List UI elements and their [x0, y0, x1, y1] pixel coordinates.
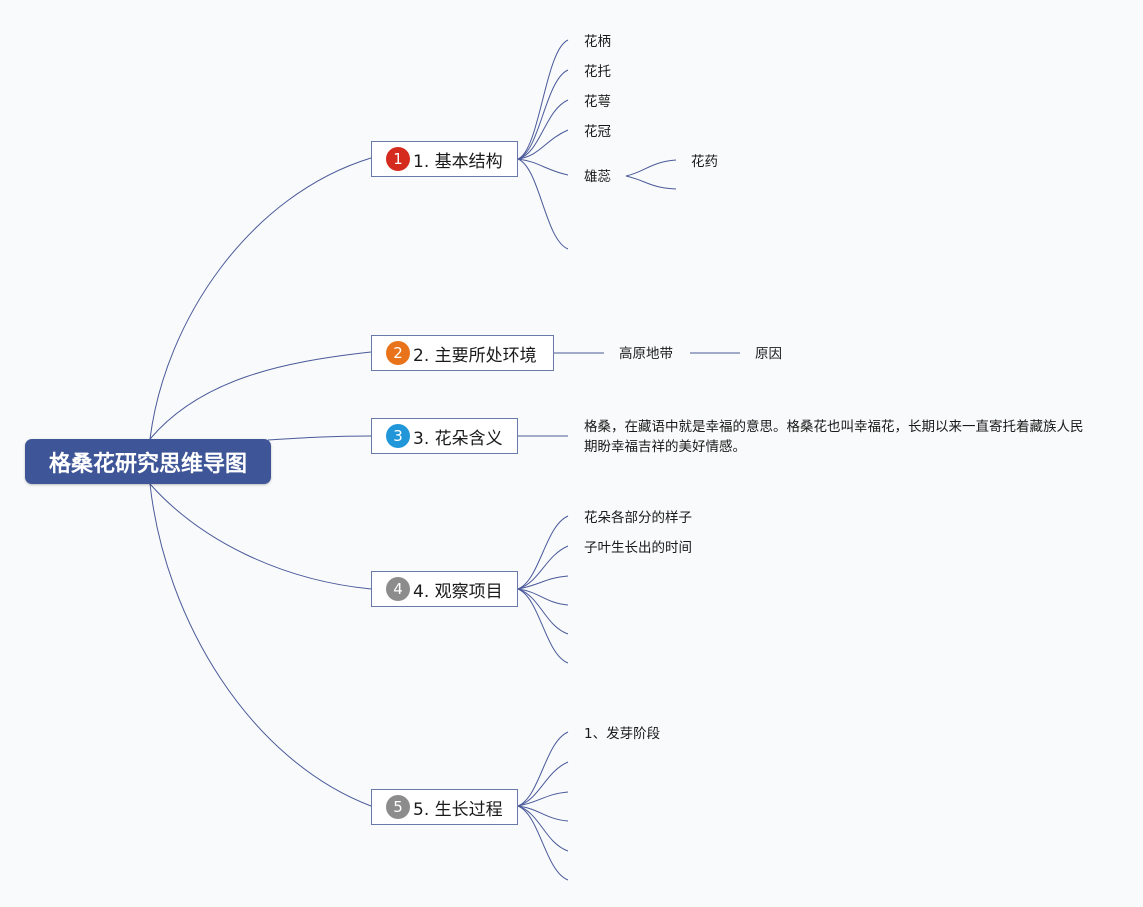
badge-2-icon: 2: [386, 341, 410, 365]
subtopic-label[interactable]: 花朵各部分的样子: [584, 510, 692, 526]
subtopic-label[interactable]: 子叶生长出的时间: [584, 540, 692, 556]
connector-root-topic2: [149, 351, 372, 440]
subtopic-label[interactable]: 花冠: [584, 124, 611, 140]
subtopic-label-anther[interactable]: 花药: [691, 154, 718, 170]
connector-t1-c2: [517, 69, 569, 160]
connector-t4-c4: [517, 588, 569, 606]
root-title: 格桑花研究思维导图: [48, 451, 247, 477]
connector-t4-c6: [517, 588, 569, 664]
connector-root-topic3: [267, 435, 372, 441]
connector-t5-c3: [517, 791, 569, 807]
connector-root-topic4: [149, 483, 372, 590]
subtopic-label-plateau[interactable]: 高原地带: [619, 346, 673, 362]
connector-t5-c4: [517, 805, 569, 822]
subtopic-label[interactable]: 1、发芽阶段: [584, 726, 661, 742]
topic-title: 1. 基本结构: [413, 151, 503, 172]
connector-stamen-c1: [625, 159, 677, 177]
subtopic-label[interactable]: 花柄: [584, 34, 611, 50]
connector-t4-c2: [517, 545, 569, 590]
subtopic-label[interactable]: 花萼: [584, 94, 611, 110]
connector-stamen-c2: [625, 175, 677, 190]
connector-t1-c6: [517, 158, 569, 250]
topic-title: 3. 花朵含义: [413, 428, 503, 449]
badge-3-icon: 3: [386, 424, 410, 448]
connector-t5-c1: [517, 731, 569, 807]
connector-t4-c1: [517, 515, 569, 590]
connector-t1-c3: [517, 99, 569, 160]
subtopic-label-reason[interactable]: 原因: [755, 346, 782, 362]
topic-basic-structure[interactable]: 1 1. 基本结构: [371, 141, 518, 177]
connector-t4-c5: [517, 588, 569, 635]
root-node[interactable]: 格桑花研究思维导图: [25, 439, 271, 484]
connector-t5-c6: [517, 805, 569, 881]
topic-growth-process[interactable]: 5 5. 生长过程: [371, 789, 518, 825]
topic-environment[interactable]: 2 2. 主要所处环境: [371, 335, 554, 371]
topic-title: 5. 生长过程: [413, 799, 503, 820]
badge-1-icon: 1: [386, 147, 410, 171]
badge-5-icon: 5: [386, 795, 410, 819]
subtopic-label-stamen[interactable]: 雄蕊: [584, 169, 611, 185]
subtopic-label[interactable]: 花托: [584, 64, 611, 80]
connector-root-topic1: [149, 157, 372, 440]
topic-title: 2. 主要所处环境: [413, 345, 537, 366]
connector-t1-c5: [517, 158, 569, 176]
connector-t1-c1: [517, 39, 569, 160]
meaning-note[interactable]: 格桑，在藏语中就是幸福的意思。格桑花也叫幸福花，长期以来一直寄托着藏族人民期盼幸…: [584, 419, 1084, 455]
topic-observation[interactable]: 4 4. 观察项目: [371, 571, 518, 607]
badge-4-icon: 4: [386, 577, 410, 601]
topic-title: 4. 观察项目: [413, 581, 503, 602]
connector-t4-c3: [517, 575, 569, 590]
connector-root-topic5: [149, 483, 372, 807]
connector-t5-c5: [517, 805, 569, 852]
connector-t1-c4: [517, 129, 569, 160]
connector-t5-c2: [517, 761, 569, 807]
topic-flower-meaning[interactable]: 3 3. 花朵含义: [371, 418, 518, 454]
